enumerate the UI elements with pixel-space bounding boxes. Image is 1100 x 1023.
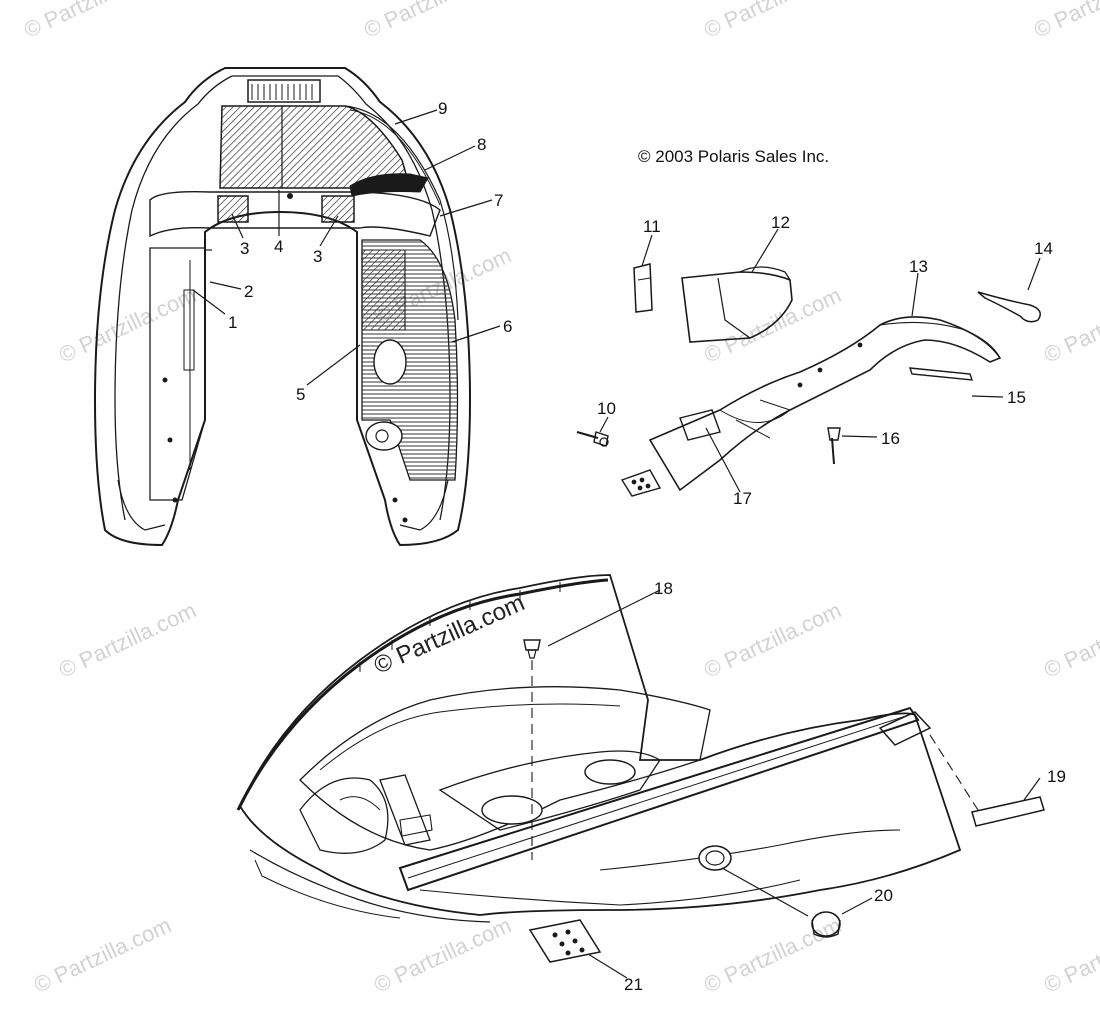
part-15: [908, 367, 974, 381]
callout-3: 3: [313, 247, 322, 266]
part-16: [827, 427, 841, 465]
callout-19: 19: [1047, 767, 1066, 786]
callout-labels: 1 2 3 4 3 5 6 7 8 9 10 11 12 13 14 15 16…: [228, 99, 1066, 994]
callout-9: 9: [438, 99, 447, 118]
callout-2: 2: [244, 282, 253, 301]
part-21: [528, 919, 602, 963]
callout-5: 5: [296, 385, 305, 404]
callout-18: 18: [654, 579, 673, 598]
callout-16: 16: [881, 429, 900, 448]
callout-12: 12: [771, 213, 790, 232]
callout-3: 3: [240, 239, 249, 258]
callout-15: 15: [1007, 388, 1026, 407]
part-11: [633, 263, 653, 313]
callout-7: 7: [494, 191, 503, 210]
callout-13: 13: [909, 257, 928, 276]
callout-14: 14: [1034, 239, 1053, 258]
part-12: [681, 271, 793, 343]
callout-20: 20: [874, 886, 893, 905]
part-10: [576, 431, 609, 447]
callout-21: 21: [624, 975, 643, 994]
callout-4: 4: [274, 237, 283, 256]
hood-assembly: [236, 574, 1045, 963]
part-14: [977, 291, 1041, 323]
leader-lines: [192, 109, 1041, 979]
parts-group-right: [576, 263, 1041, 497]
hood-underside: [93, 67, 472, 547]
part-20: [811, 911, 841, 938]
copyright-notice: © 2003 Polaris Sales Inc.: [638, 147, 830, 166]
part-18: [523, 639, 541, 659]
callout-10: 10: [597, 399, 616, 418]
part-17: [679, 409, 721, 441]
callout-8: 8: [477, 135, 486, 154]
part-19: [971, 796, 1045, 827]
part-13: [648, 316, 1002, 492]
callout-1: 1: [228, 313, 237, 332]
callout-6: 6: [503, 317, 512, 336]
callout-17: 17: [733, 489, 752, 508]
callout-11: 11: [643, 217, 661, 236]
